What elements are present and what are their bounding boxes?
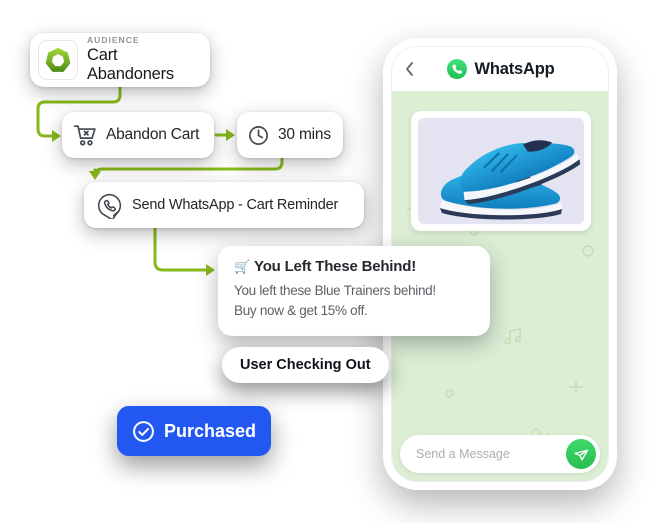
node-send-whatsapp[interactable]: Send WhatsApp - Cart Reminder (84, 182, 364, 228)
purchased-label: Purchased (164, 420, 257, 441)
abandon-cart-label: Abandon Cart (106, 126, 200, 143)
phone-screen: WhatsApp (391, 46, 609, 482)
node-abandon-cart[interactable]: Abandon Cart (62, 112, 214, 158)
whatsapp-outline-icon (97, 193, 122, 219)
cart-remove-icon (73, 125, 96, 146)
whatsapp-message-preview: 🛒You Left These Behind! You left these B… (218, 246, 490, 336)
whatsapp-header: WhatsApp (392, 47, 608, 91)
user-checking-out-button[interactable]: User Checking Out (222, 347, 389, 383)
node-audience[interactable]: AUDIENCE Cart Abandoners (30, 33, 210, 87)
product-message-card (411, 111, 591, 231)
audience-eyebrow: AUDIENCE (87, 35, 140, 46)
phone-mockup: WhatsApp (383, 38, 617, 490)
clock-icon (249, 125, 268, 145)
delay-label: 30 mins (278, 126, 331, 143)
user-checking-out-label: User Checking Out (240, 357, 371, 373)
cart-emoji: 🛒 (234, 259, 250, 274)
send-whatsapp-label: Send WhatsApp - Cart Reminder (132, 197, 339, 213)
node-delay-30-mins[interactable]: 30 mins (237, 112, 343, 158)
check-circle-icon (133, 420, 154, 442)
message-title: 🛒You Left These Behind! (234, 258, 416, 275)
purchased-button[interactable]: Purchased (117, 406, 272, 456)
chevron-left-icon[interactable] (404, 61, 416, 77)
audience-ring-icon (38, 40, 78, 80)
phone-app-title: WhatsApp (474, 59, 555, 78)
message-body: You left these Blue Trainers behind! Buy… (234, 283, 436, 319)
whatsapp-logo-icon (446, 59, 467, 79)
message-input[interactable] (414, 446, 566, 462)
send-plane-icon[interactable] (566, 439, 596, 469)
audience-label: Cart Abandoners (87, 45, 174, 83)
blue-trainers-photo (418, 118, 584, 224)
message-composer (400, 435, 600, 473)
